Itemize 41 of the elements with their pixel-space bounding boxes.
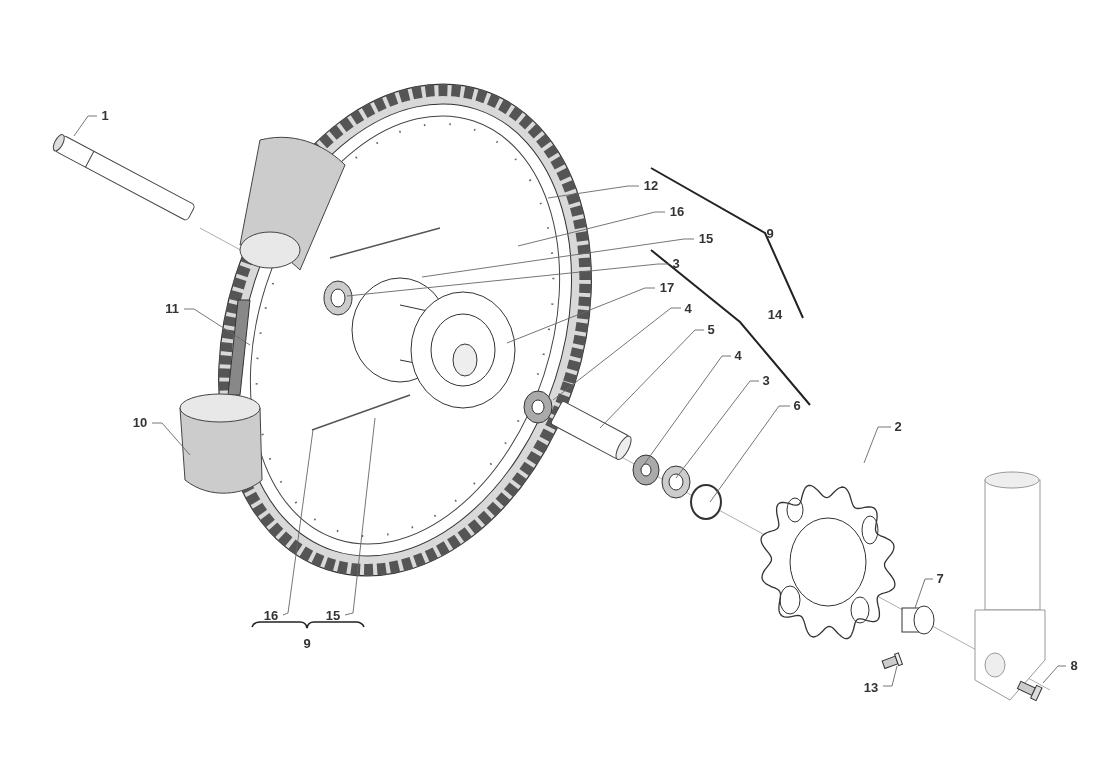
callout-number: 16 — [263, 608, 279, 622]
leader-line — [151, 422, 191, 456]
callout-number: 9 — [766, 226, 774, 240]
callout-number: 10 — [132, 415, 148, 429]
callout-number: 4 — [684, 301, 692, 315]
leader-line — [346, 263, 670, 297]
callout-number: 5 — [707, 322, 715, 336]
leader-line — [1042, 665, 1067, 684]
leader-line — [599, 329, 705, 429]
leader-line — [914, 578, 934, 609]
callout-number: 8 — [1070, 658, 1078, 672]
leader-line — [421, 238, 695, 278]
leader-line — [282, 429, 314, 616]
callout-number: 15 — [325, 608, 341, 622]
leader-line — [882, 665, 898, 687]
callout-number: 3 — [762, 373, 770, 387]
leader-line — [547, 185, 640, 199]
leader-line — [517, 211, 666, 247]
leader-line — [344, 417, 376, 616]
leader-line — [639, 355, 732, 471]
callout-number: 15 — [698, 231, 714, 245]
callout-number: 11 — [165, 301, 179, 315]
callout-number: 6 — [793, 398, 801, 412]
leader-line — [183, 308, 251, 346]
callout-number: 14 — [767, 307, 783, 321]
callout-number: 3 — [672, 256, 680, 270]
leader-line — [863, 426, 892, 464]
callout-number: 7 — [936, 571, 944, 585]
callout-number: 17 — [659, 280, 675, 294]
callout-number: 2 — [894, 419, 902, 433]
leader-line — [73, 115, 98, 137]
callout-number: 16 — [669, 204, 685, 218]
leader-line — [506, 287, 656, 344]
callout-number: 1 — [101, 108, 109, 122]
callout-number: 12 — [643, 178, 659, 192]
leader-line — [552, 307, 682, 401]
callout-number: 9 — [303, 636, 311, 650]
leader-line — [675, 380, 760, 479]
callout-number: 13 — [863, 680, 879, 694]
leader-line — [709, 405, 791, 503]
callout-number: 4 — [734, 348, 742, 362]
